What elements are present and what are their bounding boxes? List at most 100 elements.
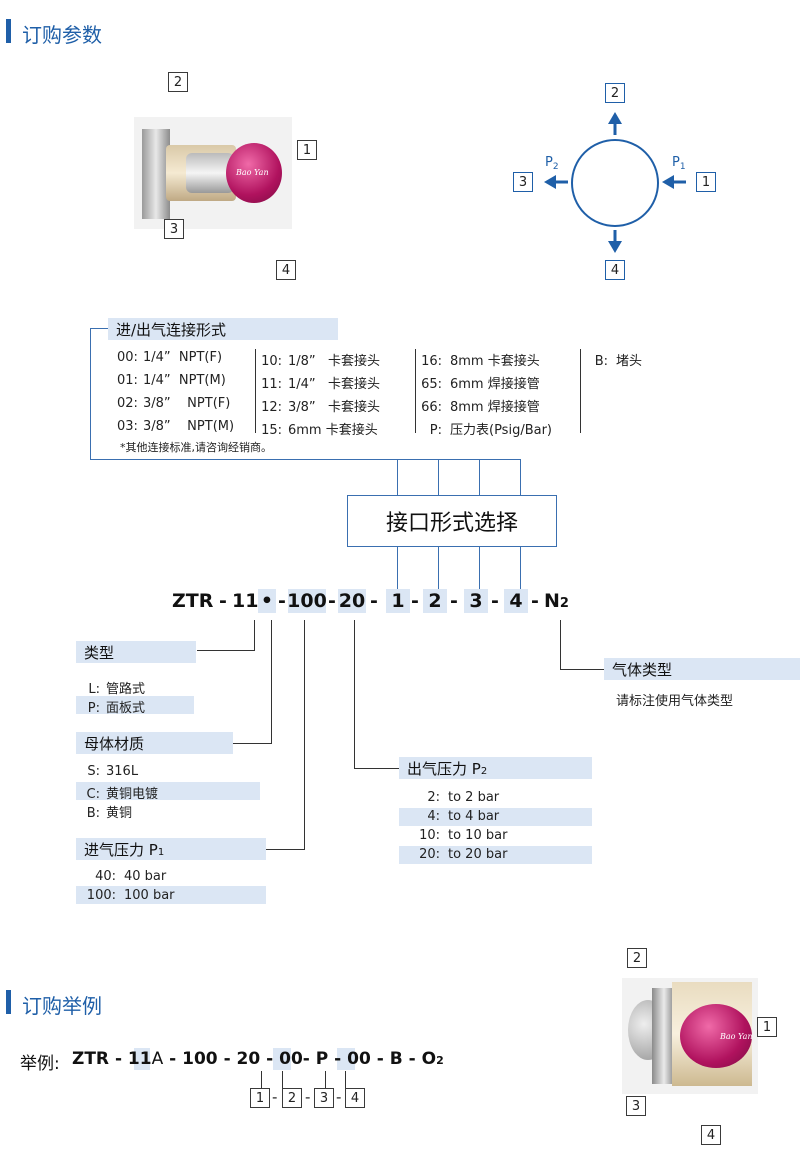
option-row: 11:1/4” 卡套接头 <box>260 373 380 392</box>
option-desc: to 10 bar <box>448 828 508 843</box>
option-code: 40: <box>95 869 116 884</box>
model-dash: - <box>328 590 336 612</box>
option-code: 20: <box>419 847 440 862</box>
knob-text: Bao Yan <box>720 1032 753 1041</box>
option-desc: to 4 bar <box>448 809 500 824</box>
regulator-photo-example: Bao Yan <box>622 978 758 1094</box>
option-desc: 8mm 焊接接管 <box>450 400 540 415</box>
section-title-order-example: 订购举例 <box>22 994 102 1018</box>
model-dash: - <box>219 590 227 612</box>
model-seg-p2: 20 <box>338 589 366 613</box>
option-desc: 3/8” NPT(F) <box>143 396 231 411</box>
arrow-down-icon <box>608 241 622 253</box>
option-row: 01:1/4” NPT(M) <box>117 373 226 388</box>
option-desc: 6mm 卡套接头 <box>288 423 378 438</box>
option-row: B: 黄铜 <box>84 802 132 821</box>
gas-type-note: 请标注使用气体类型 <box>616 694 734 709</box>
arrow-in-icon <box>662 175 674 189</box>
option-code: 100: <box>86 888 116 903</box>
knob-text: Bao Yan <box>236 168 269 177</box>
option-code: 10: <box>419 828 440 843</box>
option-row: 66:8mm 焊接接管 <box>420 396 540 415</box>
option-row: 00: 1/4” NPT(F) <box>117 350 222 365</box>
option-row: 10: to 10 bar <box>400 828 507 843</box>
option-code: S: <box>87 764 100 779</box>
model-seg-c3: 3 <box>464 589 488 613</box>
model-seg-c4: 4 <box>504 589 528 613</box>
option-desc: 316L <box>106 764 139 779</box>
type-header: 类型 <box>76 641 196 663</box>
model-seg-type: • <box>258 589 276 613</box>
option-desc: to 20 bar <box>448 847 508 862</box>
gas-type-header: 气体类型 <box>604 658 800 680</box>
option-row: P: 面板式 <box>84 697 145 716</box>
option-code: 11: <box>261 377 282 392</box>
option-code: 01: <box>117 373 138 388</box>
model-dash: - <box>411 590 419 612</box>
photo2-port-4: 4 <box>701 1125 721 1145</box>
option-row: 65: 6mm 焊接接管 <box>420 373 540 392</box>
option-desc: 3/8” 卡套接头 <box>288 400 381 415</box>
example-port-2: 2 <box>282 1088 302 1108</box>
section-title-order-params: 订购参数 <box>22 23 102 47</box>
port-selection-box: 接口形式选择 <box>347 495 557 547</box>
option-desc: 黄铜 <box>106 806 133 821</box>
model-seg-c1: 1 <box>386 589 410 613</box>
option-code: C: <box>86 787 100 802</box>
diagram-port-3: 3 <box>513 172 533 192</box>
option-code: 2: <box>427 790 440 805</box>
model-dash: - <box>370 590 378 612</box>
option-row: B:堵头 <box>590 350 642 369</box>
option-desc: 1/8” 卡套接头 <box>288 354 381 369</box>
diagram-port-2: 2 <box>605 83 625 103</box>
example-label: 举例: <box>20 1054 60 1074</box>
option-row: S: 316L <box>84 764 138 779</box>
option-desc: 6mm 焊接接管 <box>450 377 540 392</box>
option-row: 02: 3/8” NPT(F) <box>117 396 230 411</box>
option-code: B: <box>86 806 100 821</box>
diagram-port-1: 1 <box>696 172 716 192</box>
model-dash: - <box>531 590 539 612</box>
photo2-port-2: 2 <box>627 948 647 968</box>
example-port-dash: - <box>272 1088 278 1106</box>
body-circle <box>571 139 659 227</box>
example-code: ZTR - 11A - 100 - 20 - 00- P - 00 - B - … <box>72 1049 444 1069</box>
option-row: 20: to 20 bar <box>400 847 507 862</box>
option-desc: 堵头 <box>616 354 643 369</box>
option-desc: 面板式 <box>106 701 146 716</box>
option-code: 65: <box>421 377 442 392</box>
option-desc: 100 bar <box>124 888 175 903</box>
option-desc: 黄铜电镀 <box>106 787 159 802</box>
option-code: 03: <box>117 419 138 434</box>
option-row: P:压力表(Psig/Bar) <box>420 419 552 438</box>
option-desc: 压力表(Psig/Bar) <box>450 423 553 438</box>
option-code: 15: <box>261 423 282 438</box>
option-code: 00: <box>117 350 138 365</box>
option-code: 4: <box>427 809 440 824</box>
example-port-4: 4 <box>345 1088 365 1108</box>
example-port-1: 1 <box>250 1088 270 1108</box>
example-port-dash: - <box>336 1088 342 1106</box>
option-code: 02: <box>117 396 138 411</box>
connection-header: 进/出气连接形式 <box>108 318 338 340</box>
port-label-2: 2 <box>168 72 188 92</box>
model-dash: - <box>450 590 458 612</box>
model-gas: N2 <box>544 590 569 612</box>
option-code: 16: <box>421 354 442 369</box>
option-row: 12:3/8” 卡套接头 <box>260 396 380 415</box>
option-desc: 1/4” NPT(F) <box>143 350 223 365</box>
section-marker <box>6 990 11 1014</box>
option-row: 100: 100 bar <box>84 888 175 903</box>
port-diagram: P2 P1 <box>544 112 686 253</box>
option-desc: 3/8” NPT(M) <box>143 419 235 434</box>
option-row: 4: to 4 bar <box>400 809 499 824</box>
option-desc: to 2 bar <box>448 790 500 805</box>
model-seg-c2: 2 <box>423 589 447 613</box>
option-desc: 8mm 卡套接头 <box>450 354 540 369</box>
option-code: P: <box>87 701 100 716</box>
option-row: 03: 3/8” NPT(M) <box>117 419 234 434</box>
regulator-photo: Bao Yan <box>134 117 292 229</box>
connection-note: *其他连接标准,请咨询经销商。 <box>120 441 272 454</box>
